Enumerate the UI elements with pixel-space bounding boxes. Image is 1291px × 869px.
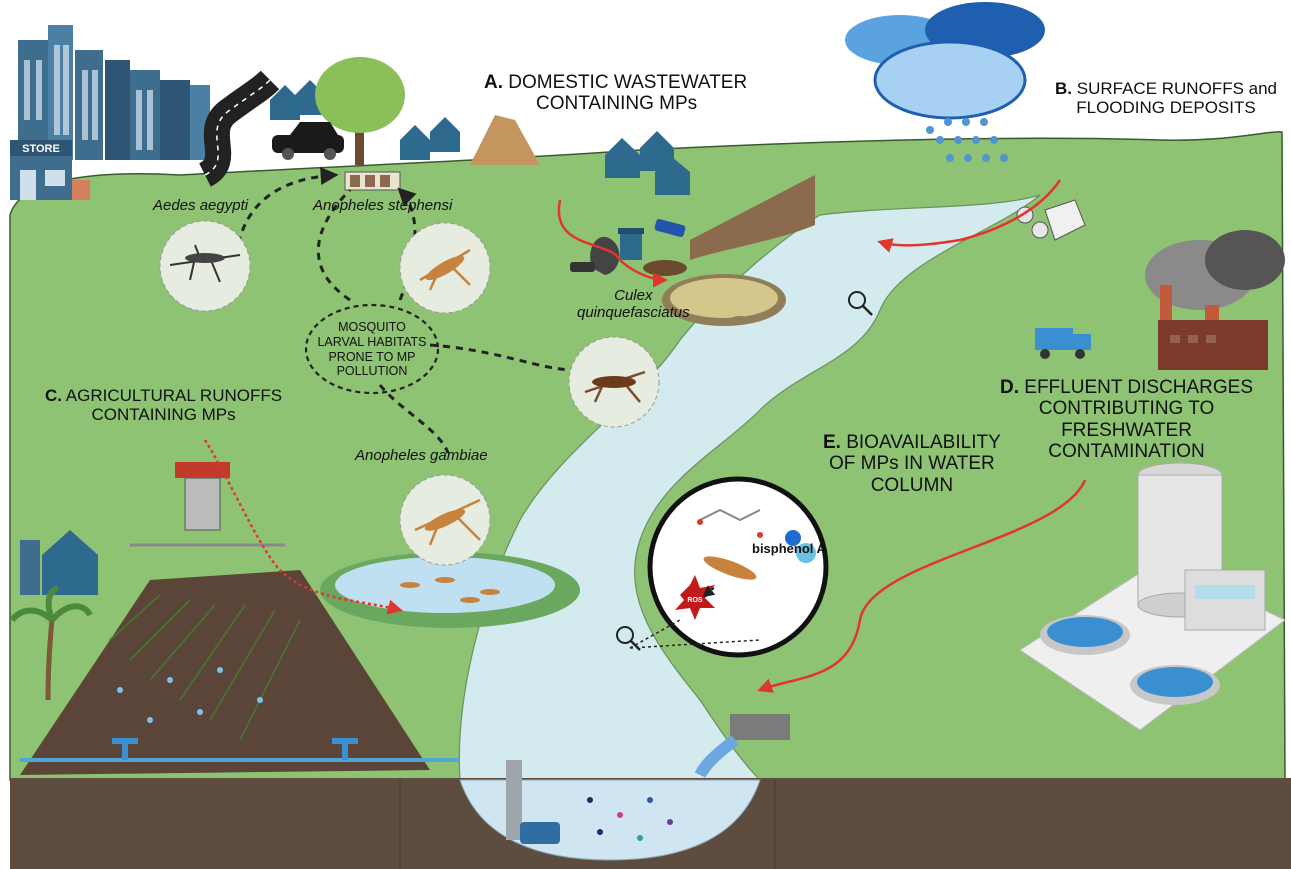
plant-pots <box>344 171 401 191</box>
label-e: E. BIOAVAILABILITY OF MPs IN WATER COLUM… <box>823 432 1001 496</box>
bioavailability-inset: ROS <box>647 476 829 658</box>
label-b-line1: SURFACE RUNOFFS and <box>1076 79 1277 98</box>
factory-icon <box>1145 230 1285 370</box>
label-d-letter: D. <box>1000 377 1019 398</box>
species-anopheles-gambiae: Anopheles gambiae <box>355 447 488 464</box>
label-c-line1: AGRICULTURAL RUNOFFS <box>65 386 283 405</box>
store-sign: STORE <box>22 143 60 155</box>
mosquito-icon <box>159 220 251 312</box>
label-e-line1: BIOAVAILABILITY <box>846 432 1001 453</box>
label-e-line3: COLUMN <box>870 474 954 496</box>
pump-icon <box>506 760 560 844</box>
mosquito-icon <box>399 222 491 314</box>
rock-icon <box>470 115 540 165</box>
rain-icon <box>926 118 1008 162</box>
label-a: A. DOMESTIC WASTEWATER CONTAINING MPs <box>484 72 747 115</box>
ros-label: ROS <box>687 597 703 604</box>
microplastic-particles <box>587 797 673 841</box>
habitat-line1: MOSQUITO <box>338 320 406 334</box>
inset-connector <box>629 619 761 649</box>
bottle-icon <box>570 218 686 272</box>
pipe-icon <box>694 714 790 778</box>
mosquito-icon <box>568 336 660 428</box>
label-b: B. SURFACE RUNOFFS and FLOODING DEPOSITS <box>1055 79 1277 117</box>
barn-icon <box>20 530 98 595</box>
habitat-line3: PRONE TO MP <box>328 349 416 364</box>
label-b-line2: FLOODING DEPOSITS <box>1076 98 1256 118</box>
store-building: STORE <box>10 140 72 200</box>
label-d-line3: FRESHWATER <box>1061 419 1192 441</box>
sprinkler-icon <box>112 738 358 760</box>
label-d-line4: CONTAMINATION <box>1048 440 1205 462</box>
soil-cliff <box>690 175 815 260</box>
species-aedes-aegypti: Aedes aegypti <box>153 197 249 214</box>
treatment-plant-icon <box>1019 462 1286 731</box>
habitat-label: MOSQUITO LARVAL HABITATS PRONE TO MP POL… <box>312 320 432 379</box>
magnifier-icon <box>616 291 873 651</box>
tree-icon <box>315 57 405 165</box>
habitat-line2: LARVAL HABITATS <box>317 334 427 349</box>
flower-pot <box>72 180 90 200</box>
label-d: D. EFFLUENT DISCHARGES CONTRIBUTING TO F… <box>1000 377 1253 462</box>
city-icon <box>18 25 210 160</box>
bisphenol-label: bisphenol A <box>752 541 826 556</box>
habitat-bubble <box>304 303 440 395</box>
larva-icon <box>400 577 500 603</box>
water-droplets <box>117 667 263 723</box>
species-culex-line2: quinquefasciatus <box>577 303 690 321</box>
label-c-letter: C. <box>45 386 62 405</box>
ros-burst <box>675 575 715 620</box>
palm-tree-icon <box>9 585 93 701</box>
label-c: C. AGRICULTURAL RUNOFFS CONTAINING MPs <box>45 386 282 424</box>
flood-debris <box>1016 199 1086 241</box>
culex-pond <box>662 274 786 326</box>
label-e-line2: OF MPs IN WATER <box>829 453 995 475</box>
species-culex-line1: Culex <box>614 287 653 304</box>
label-b-letter: B. <box>1055 79 1072 98</box>
crop-rows <box>109 594 301 741</box>
tractor-icon <box>130 462 285 547</box>
species-culex: Culex quinquefasciatus <box>577 287 690 322</box>
gambiae-pond <box>320 552 580 628</box>
species-anopheles-stephensi: Anopheles stephensi <box>313 197 453 214</box>
truck-icon <box>1035 328 1091 359</box>
label-a-line2: CONTAINING MPs <box>536 93 698 115</box>
habitat-line4: POLLUTION <box>336 364 408 379</box>
runoff-arrows <box>203 179 1087 693</box>
label-a-line1: DOMESTIC WASTEWATER <box>508 72 748 93</box>
label-a-letter: A. <box>484 72 503 93</box>
farm-field <box>20 570 430 775</box>
label-c-line2: CONTAINING MPs <box>91 405 236 425</box>
car-icon <box>272 122 344 160</box>
label-d-line2: CONTRIBUTING TO <box>1038 398 1215 420</box>
cloud-icon <box>845 2 1045 120</box>
road-icon <box>197 70 280 187</box>
label-e-letter: E. <box>823 432 841 453</box>
house-icon <box>270 80 690 195</box>
mosquito-icon <box>399 474 491 566</box>
label-d-line1: EFFLUENT DISCHARGES <box>1024 377 1254 398</box>
